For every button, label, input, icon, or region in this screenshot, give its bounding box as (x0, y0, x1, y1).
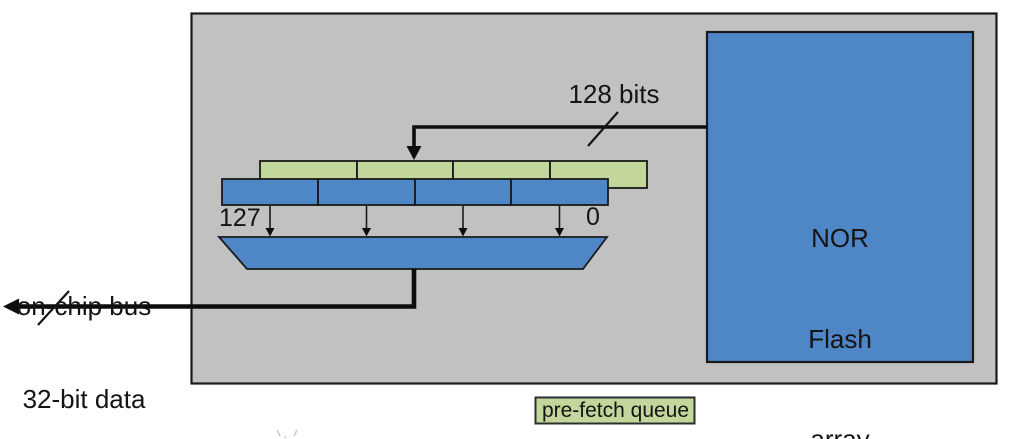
down-arrow-icon (406, 146, 422, 160)
prefetch-queue-legend-box (534, 396, 696, 425)
register-to-mux-arrowhead-4-icon (555, 228, 564, 237)
register-cell-4 (510, 178, 609, 206)
prefetch-queue-caption: pre-fetch queue (541, 398, 690, 422)
register-cell-2 (317, 178, 416, 206)
bus-128bit-line (412, 125, 707, 149)
register-to-mux-arrowhead-2-icon (362, 228, 371, 237)
bit-high-label: 127 (219, 204, 261, 232)
output-bus-line (16, 269, 417, 309)
page-artifact-marks (276, 429, 298, 439)
register-cell-1 (221, 178, 319, 206)
left-arrow-icon (3, 298, 19, 315)
output-bus-label-line2: 32-bit data (22, 384, 146, 414)
flash-array-label: NOR Flash array (707, 155, 973, 439)
output-bus-label: on-chip bus 32-bit data (0, 229, 168, 439)
register-to-mux-arrowhead-1-icon (265, 228, 275, 237)
output-bus-label-line1: on-chip bus (16, 291, 152, 321)
register-to-mux-arrowhead-3-icon (458, 228, 468, 237)
register-cell-3 (414, 178, 512, 206)
bus-width-slash-32-icon (37, 290, 70, 326)
bus-width-slash-128-icon (587, 111, 619, 147)
flash-array-label-line3: array (810, 424, 870, 439)
flash-array-label-line2: Flash (808, 323, 872, 354)
nor-flash-array-box (705, 30, 975, 364)
bus-width-label: 128 bits (568, 79, 660, 109)
mux-trapezoid (217, 236, 609, 270)
flash-array-label-line1: NOR (811, 223, 869, 253)
bit-low-label: 0 (586, 203, 600, 231)
